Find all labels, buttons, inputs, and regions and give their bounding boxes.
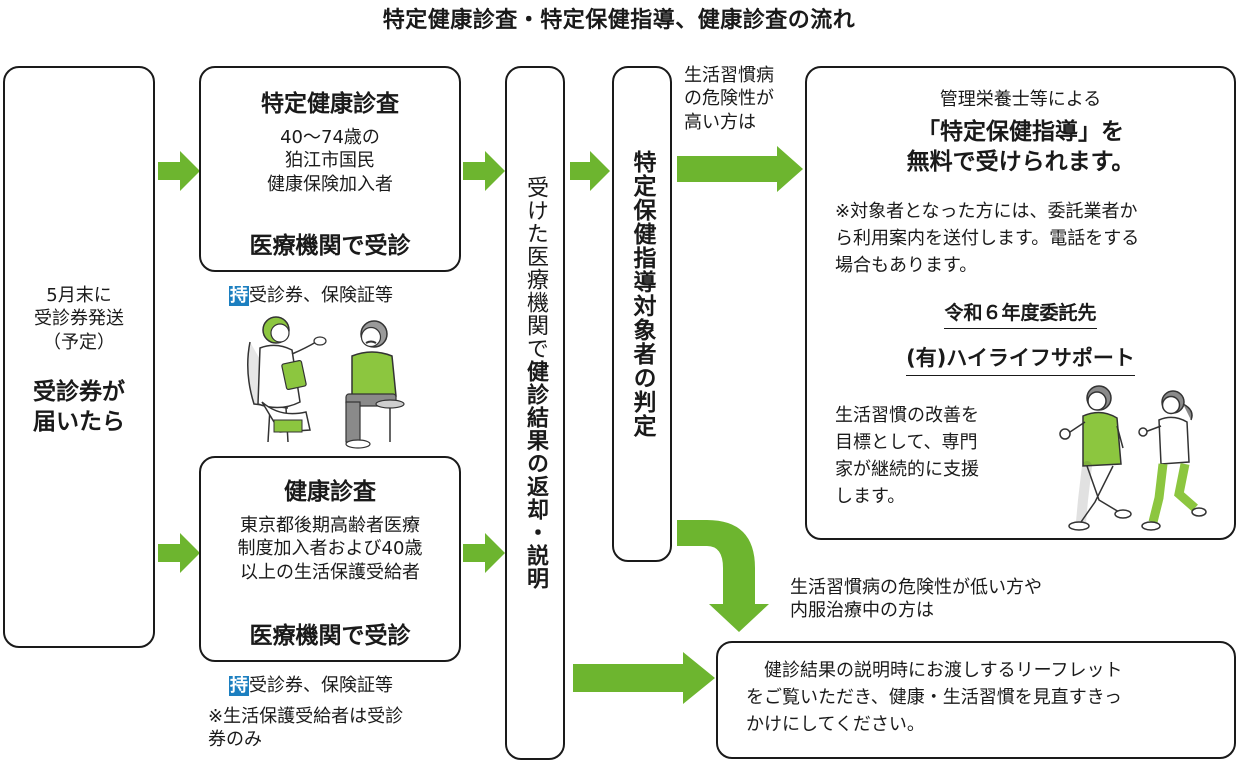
doctor-icon [257,316,327,433]
general-checkup-box: 健康診査 東京都後期高齢者医療 制度加入者および40歳 以上の生活保護受給者 医… [199,456,461,662]
specific-guidance-box: 管理栄養士等による 「特定保健指導」を 無料で受けられます。 ※対象者となった方… [805,66,1236,540]
support-line: 家が継続的に支援 [835,459,979,480]
contractor-year: 令和６年度委託先 [944,298,1097,329]
note-line: ※生活保護受給者は受診 [208,706,404,727]
arrow-general-to-results [463,533,505,573]
start-line: 5月末に [46,285,112,306]
note-line: 場合もあります。 [835,255,978,276]
guidance-note: ※対象者となった方には、委託業者か ら利用案内を送付します。電話をする 場合もあ… [835,198,1224,279]
general-checkup-target: 東京都後期高齢者医療 制度加入者および40歳 以上の生活保護受給者 [201,514,459,584]
contractor-name-wrap: (有)ハイライフサポート [807,342,1234,376]
target-line: 以上の生活保護受給者 [240,561,420,583]
results-bold-text: 健診結果の返却・説明 [523,360,548,590]
start-info: 5月末に 受診券発送 （予定） [5,284,153,354]
arrow-results-to-judgment [570,151,610,191]
start-emphasis: 受診券が 届いたら [5,378,153,438]
general-checkup-heading: 健康診査 [284,479,376,505]
specific-checkup-heading: 特定健康診査 [261,91,399,117]
results-normal-text: 受けた医療機関で [523,176,548,360]
arrow-to-general-checkup [158,533,200,573]
target-line: 健康保険加入者 [267,173,393,195]
specific-checkup-box: 特定健康診査 40〜74歳の 狛江市国民 健康保険加入者 医療機関で受診 [199,66,461,272]
high-risk-label: 生活習慣病 の危険性が 高い方は [684,64,774,134]
target-line: 東京都後期高齢者医療 [240,515,420,536]
high-risk-line: 生活習慣病 [684,65,774,86]
patient-icon [345,320,405,449]
specific-checkup-action: 医療機関で受診 [249,233,411,259]
bring-text: 受診券、保険証等 [249,285,393,306]
start-box: 5月末に 受診券発送 （予定） 受診券が 届いたら [3,66,155,648]
arrow-specific-to-results [463,151,505,191]
low-risk-label: 生活習慣病の危険性が低い方や 内服治療中の方は [790,576,1042,623]
support-line: 生活習慣の改善を [835,405,979,426]
support-text: 生活習慣の改善を 目標として、専門 家が継続的に支援 します。 [835,402,979,510]
target-line: 制度加入者および40歳 [237,538,423,560]
contractor-name: (有)ハイライフサポート [906,342,1135,376]
results-column: 受けた医療機関で健診結果の返却・説明 [505,66,565,760]
high-risk-line: の危険性が [684,88,774,110]
guidance-headline: 「特定保健指導」を 無料で受けられます。 [807,118,1234,178]
leaflet-line: 健診結果の説明時にお渡しするリーフレット [746,660,1123,681]
leaflet-line: をご覧いただき、健康・生活習慣を見直すきっ [746,687,1123,708]
high-risk-line: 高い方は [684,111,756,133]
bring-badge: 持 [229,675,249,696]
support-line: 目標として、専門 [835,432,978,453]
target-line: 40〜74歳の [280,127,380,148]
general-bring-items: 持受診券、保険証等 [229,674,393,697]
start-emphasis-line: 受診券が [33,379,125,405]
bring-text: 受診券、保険証等 [249,675,393,696]
arrow-judgment-to-guidance [677,146,803,192]
support-line: します。 [835,486,906,507]
walking-man-icon [1059,385,1132,531]
specific-checkup-target: 40〜74歳の 狛江市国民 健康保険加入者 [201,126,459,196]
leaflet-text: 健診結果の説明時にお渡しするリーフレット をご覧いただき、健康・生活習慣を見直す… [746,657,1224,738]
arrow-results-to-leaflet [573,652,715,704]
bring-badge: 持 [229,285,249,306]
results-column-text: 受けた医療機関で健診結果の返却・説明 [519,176,551,590]
judgment-column-text: 特定保健指導対象者の判定 [629,150,655,438]
consultation-illustration [247,316,405,449]
note-line: 券のみ [208,729,262,751]
guidance-intro: 管理栄養士等による [939,89,1102,110]
start-line: （予定） [43,331,115,353]
walking-couple-illustration [1059,385,1207,531]
arrow-judgment-to-leaflet-curved [677,520,769,632]
arrow-to-specific-checkup [158,151,200,191]
start-emphasis-line: 届いたら [33,408,125,435]
start-line: 受診券発送 [34,308,124,330]
diagram-title: 特定健康診査・特定保健指導、健康診査の流れ [382,8,856,33]
specific-bring-items: 持受診券、保険証等 [229,284,393,307]
headline-line: 「特定保健指導」を [917,119,1124,145]
low-risk-line: 生活習慣病の危険性が低い方や [790,577,1042,598]
low-risk-line: 内服治療中の方は [790,600,934,622]
note-line: ら利用案内を送付します。電話をする [835,228,1140,249]
leaflet-box: 健診結果の説明時にお渡しするリーフレット をご覧いただき、健康・生活習慣を見直す… [716,641,1236,759]
target-line: 狛江市国民 [285,150,375,172]
walking-woman-icon [1138,390,1207,531]
contractor-year-wrap: 令和６年度委託先 [807,298,1234,329]
note-line: ※対象者となった方には、委託業者か [835,201,1138,222]
general-checkup-action: 医療機関で受診 [249,623,411,649]
general-checkup-note: ※生活保護受給者は受診 券のみ [208,705,403,752]
judgment-column: 特定保健指導対象者の判定 [612,66,672,562]
leaflet-line: かけにしてください。 [746,714,925,735]
headline-line: 無料で受けられます。 [906,148,1135,175]
